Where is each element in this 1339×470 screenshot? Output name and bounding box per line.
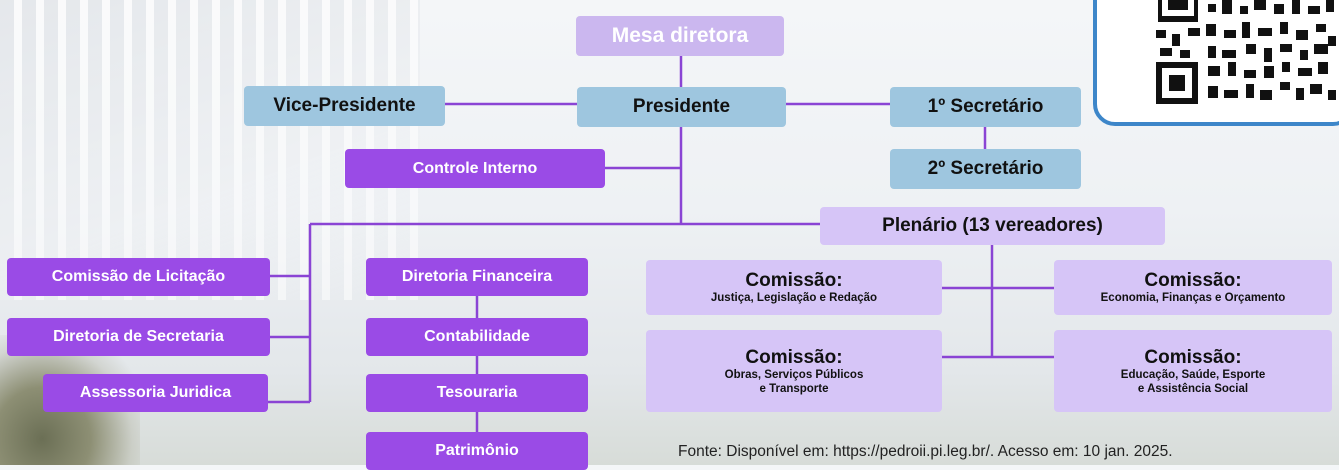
secretary-2-label: 2º Secretário	[927, 158, 1044, 179]
left-column-item-label: Diretoria de Secretaria	[53, 328, 224, 345]
commission-title: Comissão:	[745, 346, 843, 368]
left-column-item-label: Assessoria Juridica	[79, 384, 232, 401]
plenary-box: Plenário (13 vereadores)	[820, 207, 1165, 245]
finance-column-item: Diretoria Financeira	[366, 258, 588, 296]
commission-subtitle: Justiça, Legislação e Redação	[710, 292, 878, 304]
secretary-1-label: 1º Secretário	[927, 96, 1044, 117]
commission-subtitle-2: e Transporte	[759, 382, 829, 395]
vice-president-label: Vice-Presidente	[273, 95, 416, 116]
mesa-diretora-label: Mesa diretora	[611, 24, 749, 47]
commission-subtitle: Economia, Finanças e Orçamento	[1100, 292, 1286, 304]
secretary-2-box: 2º Secretário	[890, 149, 1081, 189]
finance-column-item: Patrimônio	[366, 432, 588, 470]
commission-box: Comissão: Economia, Finanças e Orçamento	[1054, 260, 1332, 315]
commission-title: Comissão:	[745, 270, 843, 291]
secretary-1-box: 1º Secretário	[890, 87, 1081, 127]
commission-title: Comissão:	[1144, 346, 1242, 368]
qr-code-icon[interactable]	[1150, 0, 1339, 104]
finance-column-item-label: Diretoria Financeira	[401, 268, 553, 285]
finance-column-item: Tesouraria	[366, 374, 588, 412]
source-caption: Fonte: Disponível em: https://pedroii.pi…	[678, 443, 1173, 460]
vice-president-box: Vice-Presidente	[244, 86, 445, 126]
president-label: Presidente	[632, 96, 731, 117]
finance-column-item: Contabilidade	[366, 318, 588, 356]
mesa-diretora-box: Mesa diretora	[576, 16, 784, 56]
commission-title: Comissão:	[1144, 270, 1242, 291]
internal-control-label: Controle Interno	[412, 159, 538, 177]
left-column-item: Assessoria Juridica	[43, 374, 268, 412]
finance-column-item-label: Patrimônio	[435, 442, 519, 459]
commission-box: Comissão: Obras, Serviços Públicos e Tra…	[646, 330, 942, 412]
plenary-label: Plenário (13 vereadores)	[882, 215, 1103, 236]
left-column-item-label: Comissão de Licitação	[51, 268, 226, 285]
left-column-item: Comissão de Licitação	[7, 258, 270, 296]
commission-subtitle: Obras, Serviços Públicos	[724, 368, 864, 381]
internal-control-box: Controle Interno	[345, 149, 605, 188]
president-box: Presidente	[577, 87, 786, 127]
commission-subtitle-2: e Assistência Social	[1137, 382, 1249, 395]
commission-subtitle: Educação, Saúde, Esporte	[1120, 368, 1266, 381]
finance-column-item-label: Tesouraria	[436, 384, 518, 401]
left-column-item: Diretoria de Secretaria	[7, 318, 270, 356]
commission-box: Comissão: Justiça, Legislação e Redação	[646, 260, 942, 315]
finance-column-item-label: Contabilidade	[424, 328, 530, 345]
commission-box: Comissão: Educação, Saúde, Esporte e Ass…	[1054, 330, 1332, 412]
